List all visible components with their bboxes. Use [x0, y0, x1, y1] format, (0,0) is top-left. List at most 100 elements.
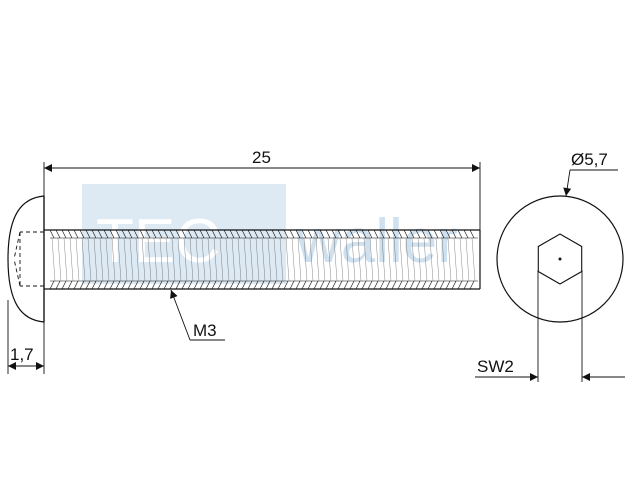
diameter-callout — [563, 169, 618, 197]
thread-flank — [471, 237, 476, 282]
thread-crest-bottom — [301, 280, 307, 290]
thread-flank — [423, 237, 428, 282]
thread-flank — [339, 237, 344, 282]
thread-crest-top — [421, 229, 427, 239]
thread-crest-top — [289, 229, 295, 239]
thread-crest-bottom — [373, 280, 379, 290]
thread-crest-bottom — [247, 280, 253, 290]
thread-crest-top — [241, 229, 247, 239]
thread-crest-bottom — [295, 280, 301, 290]
thread-crest-top — [169, 229, 175, 239]
thread-crest-top — [247, 229, 253, 239]
thread-crest-top — [175, 229, 181, 239]
thread-crest-bottom — [229, 280, 235, 290]
thread-crest-top — [139, 229, 145, 239]
thread-crest-top — [217, 229, 223, 239]
thread-crest-top — [361, 229, 367, 239]
thread-crest-top — [451, 229, 457, 239]
thread-flank — [171, 237, 176, 282]
thread-crest-bottom — [277, 280, 283, 290]
thread-flank — [147, 237, 152, 282]
thread-flank — [279, 237, 284, 282]
thread-label: M3 — [193, 321, 217, 340]
thread-flank — [69, 237, 74, 282]
thread-flank — [357, 237, 362, 282]
thread-crest-bottom — [133, 280, 139, 290]
thread-flank — [435, 237, 440, 282]
thread-flank — [135, 237, 140, 282]
thread-crest-bottom — [469, 280, 475, 290]
dim-socket — [475, 270, 625, 382]
thread-flank — [291, 237, 296, 282]
thread-crest-bottom — [55, 280, 61, 290]
thread-crest-top — [133, 229, 139, 239]
thread-crest-top — [355, 229, 361, 239]
thread-crest-top — [343, 229, 349, 239]
thread-crest-top — [349, 229, 355, 239]
thread-crest-top — [253, 229, 259, 239]
thread-crest-top — [373, 229, 379, 239]
thread-crest-bottom — [97, 280, 103, 290]
thread-crest-bottom — [115, 280, 121, 290]
thread-crest-top — [85, 229, 91, 239]
thread-flank — [183, 237, 188, 282]
thread-crest-bottom — [181, 280, 187, 290]
thread-flank — [429, 237, 434, 282]
thread-crest-bottom — [127, 280, 133, 290]
thread-flank — [309, 237, 314, 282]
thread-flank — [225, 237, 230, 282]
thread-crest-top — [163, 229, 169, 239]
thread-flank — [267, 237, 272, 282]
center-mark — [558, 257, 562, 261]
thread-flank — [159, 237, 164, 282]
thread-leader — [170, 289, 191, 341]
thread-crest-bottom — [163, 280, 169, 290]
thread-flank — [351, 237, 356, 282]
socket-label: SW2 — [477, 357, 514, 376]
thread-crest-top — [49, 229, 55, 239]
thread-crest-top — [469, 229, 475, 239]
thread-flank — [153, 237, 158, 282]
thread-crest-bottom — [121, 280, 127, 290]
thread-crest-bottom — [151, 280, 157, 290]
thread-flank — [327, 237, 332, 282]
thread-flank — [459, 237, 464, 282]
thread-crest-bottom — [361, 280, 367, 290]
thread-crest-bottom — [61, 280, 67, 290]
thread-crest-top — [205, 229, 211, 239]
thread-flank — [237, 237, 242, 282]
thread-flank — [333, 237, 338, 282]
thread-crest-top — [439, 229, 445, 239]
watermark-brand-suffix: waller — [295, 207, 458, 276]
thread-crest-top — [259, 229, 265, 239]
thread-crest-bottom — [421, 280, 427, 290]
thread-flank — [57, 237, 62, 282]
thread-crest-bottom — [367, 280, 373, 290]
thread-crest-bottom — [253, 280, 259, 290]
thread-crest-bottom — [457, 280, 463, 290]
thread-crest-bottom — [241, 280, 247, 290]
thread-crest-top — [433, 229, 439, 239]
thread-flank — [285, 237, 290, 282]
thread-flank — [255, 237, 260, 282]
thread-crest-bottom — [175, 280, 181, 290]
thread-crest-bottom — [289, 280, 295, 290]
thread-crest-bottom — [427, 280, 433, 290]
screw-head-side — [7, 195, 45, 323]
thread-crest-top — [271, 229, 277, 239]
thread-flank — [249, 237, 254, 282]
thread-crest-bottom — [403, 280, 409, 290]
thread-crest-top — [415, 229, 421, 239]
thread-flank — [405, 237, 410, 282]
thread-flank — [447, 237, 452, 282]
thread-crest-top — [319, 229, 325, 239]
thread-flank — [213, 237, 218, 282]
thread-crest-top — [223, 229, 229, 239]
thread-flank — [129, 237, 134, 282]
thread-flank — [261, 237, 266, 282]
thread-flank — [189, 237, 194, 282]
thread-crest-top — [181, 229, 187, 239]
screw-end-view — [496, 195, 624, 323]
thread-flank — [219, 237, 224, 282]
